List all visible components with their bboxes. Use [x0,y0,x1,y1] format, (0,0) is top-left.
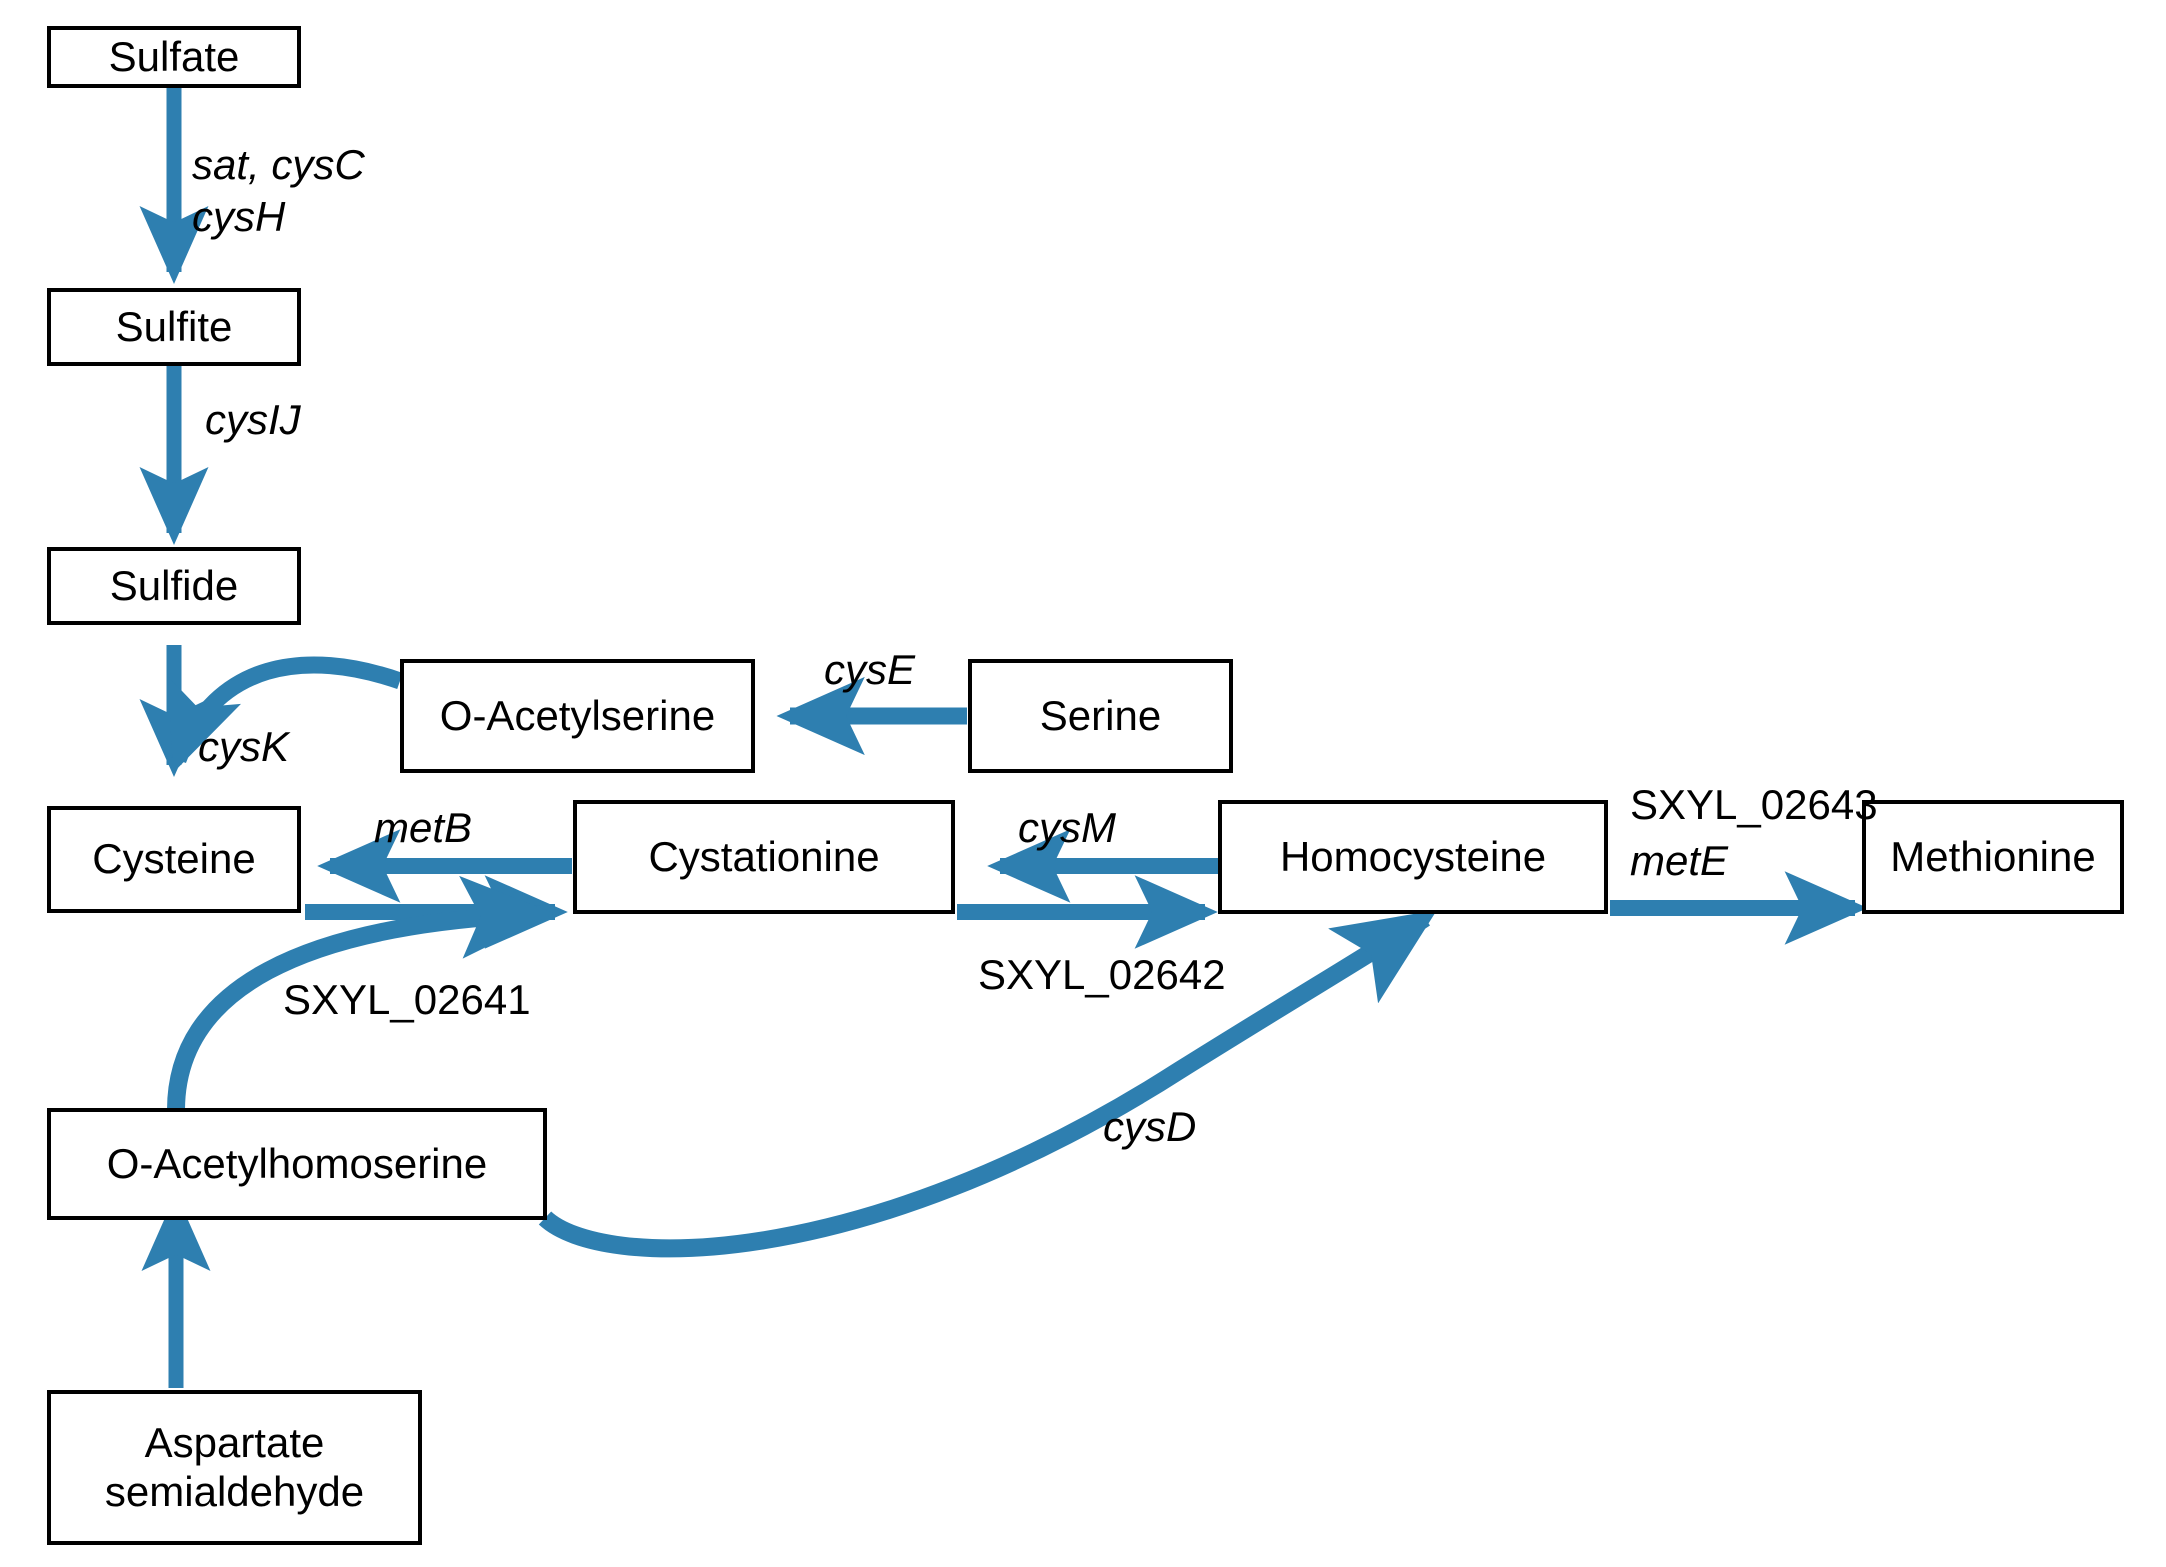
node-serine[interactable]: Serine [968,659,1233,773]
node-sulfide-label: Sulfide [109,561,239,609]
node-aspartate-semialdehyde[interactable]: Aspartate semialdehyde [47,1390,422,1545]
node-o-acetylserine[interactable]: O-Acetylserine [400,659,755,773]
arrow-o-acetylhomoserine-to-cystationine [167,875,555,1111]
node-homocysteine-label: Homocysteine [1279,832,1547,880]
arrow-o-acetylhomoserine-to-homocysteine [538,910,1437,1258]
node-methionine-label: Methionine [1890,832,2096,880]
node-sulfite[interactable]: Sulfite [47,288,301,366]
edge-label-sxyl-02643: SXYL_02643 [1630,781,1878,828]
edge-label-sxyl-02641: SXYL_02641 [283,976,531,1023]
edge-label-cysH: cysH [192,193,286,240]
node-o-acetylhomoserine-label: O-Acetylhomoserine [106,1139,488,1187]
edge-label-cysIJ: cysIJ [205,396,301,443]
arrow-o-acetylserine-to-cysteine [167,656,403,773]
node-homocysteine[interactable]: Homocysteine [1218,800,1608,914]
edge-label-cysD: cysD [1103,1103,1197,1150]
edge-label-metE: metE [1630,837,1729,884]
node-aspartate-semialdehyde-label: Aspartate semialdehyde [104,1418,365,1515]
node-cystationine-label: Cystationine [648,832,880,880]
edge-label-metB: metB [374,804,473,851]
node-o-acetylhomoserine[interactable]: O-Acetylhomoserine [47,1108,547,1220]
node-sulfate-label: Sulfate [108,32,240,80]
node-cysteine-label: Cysteine [92,835,256,883]
edge-label-sxyl-02642: SXYL_02642 [978,951,1226,998]
edge-label-sat-cysC: sat, cysC [192,141,365,188]
node-sulfite-label: Sulfite [115,302,233,350]
node-sulfate[interactable]: Sulfate [47,26,301,88]
node-o-acetylserine-label: O-Acetylserine [439,691,716,739]
node-methionine[interactable]: Methionine [1862,800,2124,914]
node-cysteine[interactable]: Cysteine [47,806,301,913]
edge-label-cysE: cysE [824,646,916,693]
node-cystationine[interactable]: Cystationine [573,800,955,914]
edge-label-cysM: cysM [1018,804,1116,851]
edge-label-cysK: cysK [198,723,290,770]
node-serine-label: Serine [1039,691,1162,739]
node-sulfide[interactable]: Sulfide [47,547,301,625]
